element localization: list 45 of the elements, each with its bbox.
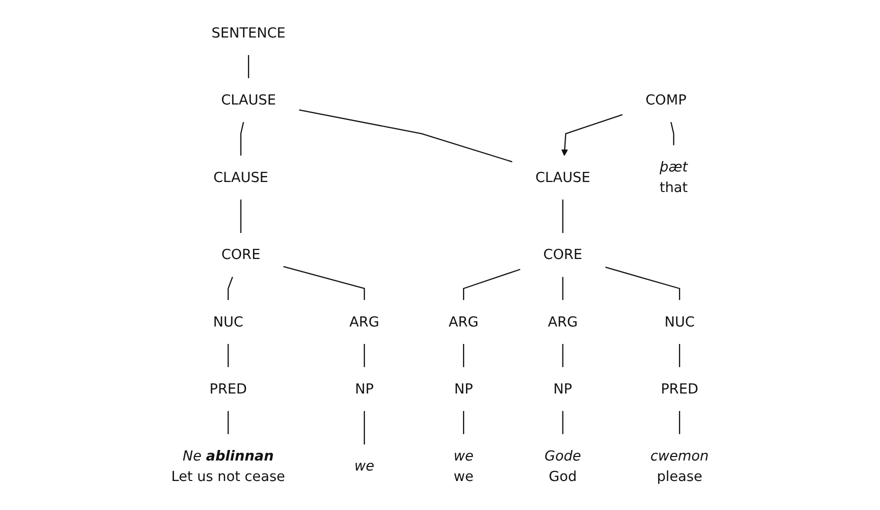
connector	[240, 122, 244, 156]
connector	[463, 268, 520, 300]
node-text: ARG	[349, 314, 380, 330]
node-text: CLAUSE	[535, 169, 590, 186]
node-text: ARG	[548, 314, 578, 330]
node-text: NUC	[213, 314, 244, 330]
connector	[240, 200, 242, 234]
node-text: þæt that	[660, 159, 688, 196]
node-text: Ne ablinnan Let us not cease	[171, 448, 286, 485]
connector	[678, 344, 680, 368]
node-text: PRED	[660, 380, 698, 398]
node-text: SENTENCE	[212, 25, 286, 42]
connector	[605, 266, 680, 300]
connector	[364, 411, 365, 444]
connector	[562, 200, 564, 234]
node-text: NP	[355, 380, 374, 398]
connector	[678, 411, 680, 434]
node-text: we	[354, 458, 374, 475]
node-text: we we	[454, 448, 474, 485]
connector	[562, 344, 564, 368]
connector	[463, 344, 464, 368]
connector	[562, 276, 564, 300]
arrow	[561, 114, 623, 156]
node-text: CLAUSE	[221, 92, 276, 108]
node-text: ARG	[448, 314, 479, 330]
node-text: CORE	[543, 246, 582, 264]
connector	[299, 109, 512, 162]
node-text: NP	[454, 380, 473, 398]
node-text: PRED	[209, 380, 247, 398]
connector	[364, 344, 365, 368]
node-text: Gode God	[544, 448, 582, 485]
connector	[228, 411, 229, 434]
connector	[670, 122, 674, 146]
connector	[562, 411, 564, 434]
connector	[248, 55, 250, 78]
node-text: CORE	[221, 246, 260, 264]
connector	[228, 344, 229, 368]
node-text: NUC	[664, 314, 695, 330]
node-text: COMP	[646, 92, 686, 108]
node-text: cwemon please	[650, 448, 709, 485]
connector	[228, 276, 234, 300]
node-text: CLAUSE	[213, 169, 268, 186]
connector	[463, 411, 464, 434]
connector	[283, 266, 365, 300]
node-text: NP	[553, 380, 572, 398]
